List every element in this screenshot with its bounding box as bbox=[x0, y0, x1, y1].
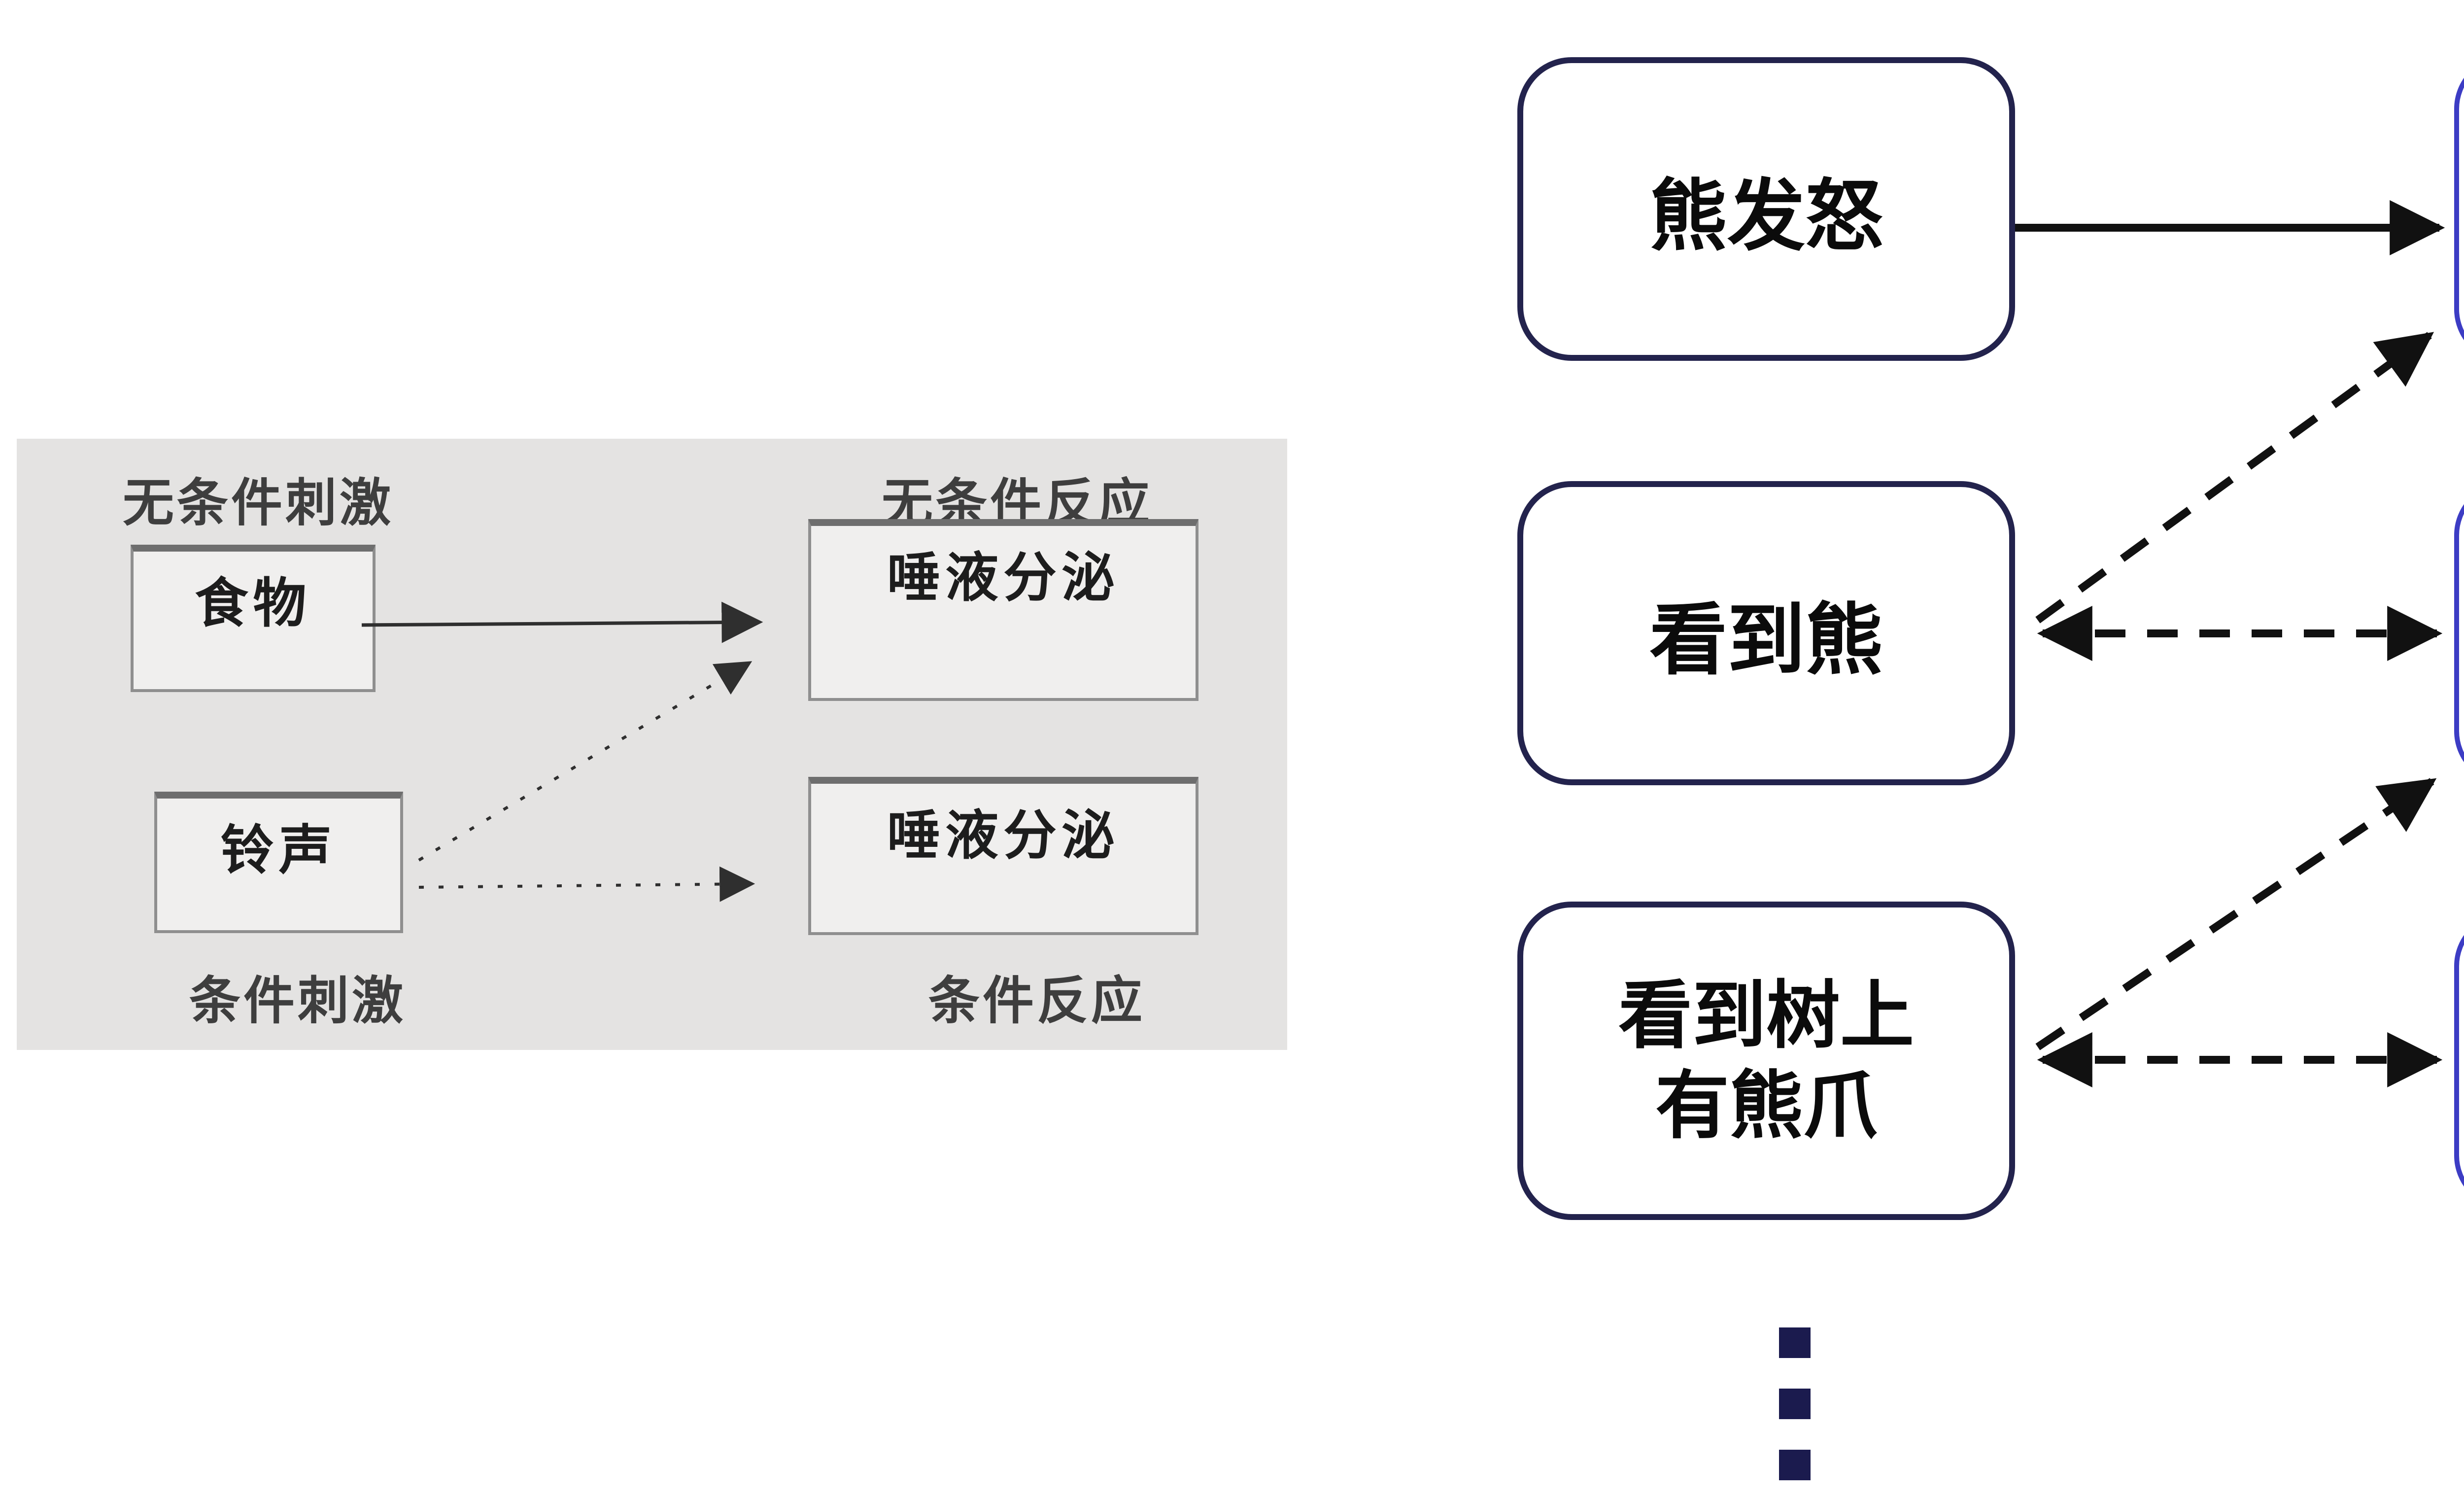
node-bear-angry: 熊发怒 bbox=[1517, 57, 2015, 361]
node-food-label: 食物 bbox=[195, 573, 311, 633]
left-ellipsis-icon bbox=[1779, 1450, 1811, 1480]
node-salivation-bottom-label: 唾液分泌 bbox=[887, 805, 1120, 865]
node-see-bear-label: 看到熊 bbox=[1649, 597, 1883, 684]
node-food: 食物 bbox=[131, 545, 376, 692]
node-bell-label: 铃声 bbox=[220, 820, 337, 880]
node-see-claws-line2: 有熊爪 bbox=[1655, 1064, 1877, 1147]
node-salivation-bottom: 唾液分泌 bbox=[808, 777, 1198, 935]
node-bear-angry-label: 熊发怒 bbox=[1649, 173, 1883, 260]
label-conditioned-response: 条件反应 bbox=[928, 973, 1145, 1030]
node-see-claws: 看到树上 有熊爪 bbox=[1517, 902, 2015, 1220]
label-conditioned-stimulus: 条件刺激 bbox=[189, 973, 406, 1030]
node-see-claws-line1: 看到树上 bbox=[1618, 974, 1914, 1057]
label-unconditioned-stimulus: 无条件刺激 bbox=[122, 475, 394, 532]
left-ellipsis-icon bbox=[1779, 1327, 1811, 1358]
arrow-see-claws-to-value-next-dashed bbox=[2035, 778, 2437, 1050]
left-ellipsis-icon bbox=[1779, 1389, 1811, 1419]
node-salivation-top-label: 唾液分泌 bbox=[887, 548, 1120, 607]
node-reward: 奖励 bbox=[2454, 55, 2464, 363]
node-salivation-top: 唾液分泌 bbox=[808, 519, 1198, 701]
pavlov-panel: 无条件刺激 无条件反应 条件刺激 条件反应 食物 唾液分泌 铃声 唾液分泌 bbox=[17, 439, 1287, 1050]
node-see-bear: 看到熊 bbox=[1517, 481, 2015, 785]
node-bell: 铃声 bbox=[154, 792, 403, 933]
node-value-next: V(s′) bbox=[2454, 481, 2464, 785]
arrow-see-bear-to-reward-dashed bbox=[2035, 332, 2434, 624]
node-value: V(s) bbox=[2454, 912, 2464, 1210]
